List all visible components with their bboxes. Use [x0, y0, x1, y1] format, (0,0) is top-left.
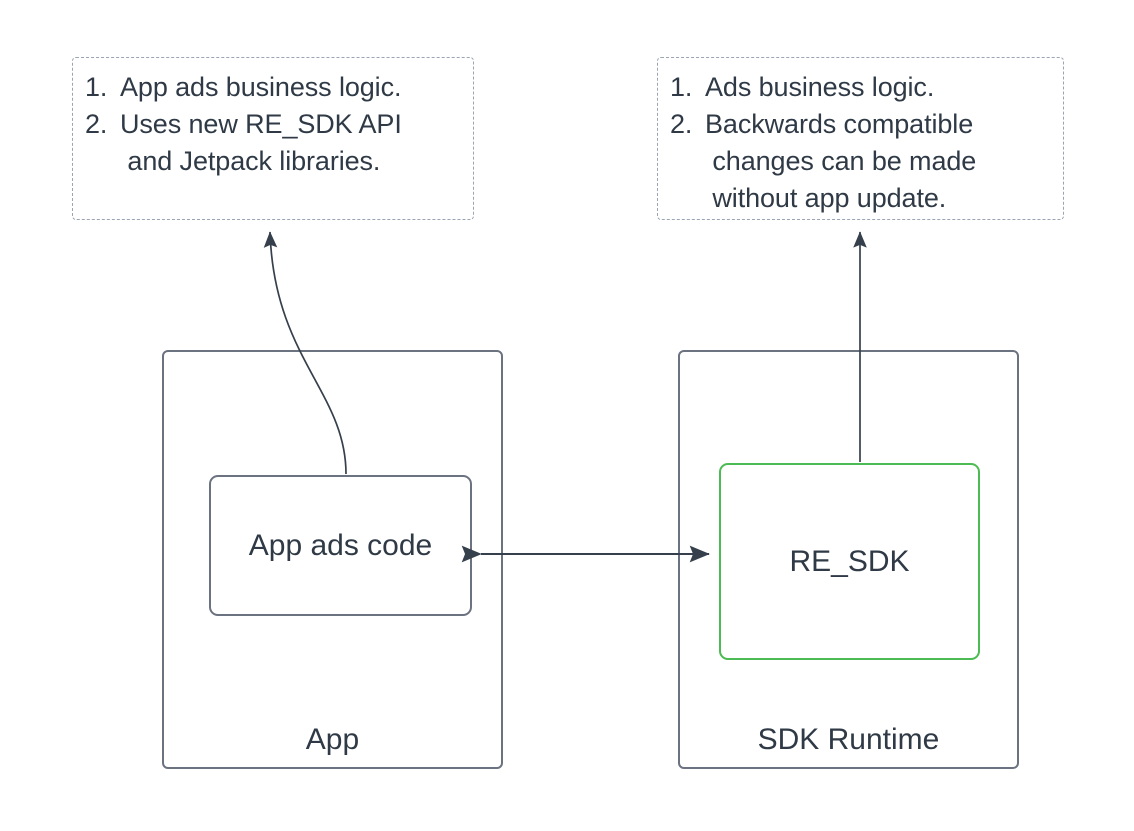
re-sdk-box: RE_SDK	[719, 463, 980, 660]
sdk-note-line-2-number: 2.	[670, 109, 693, 139]
app-container-label: App	[305, 723, 360, 756]
app-note-line-2: 2. Uses new RE_SDK API and Jetpack libra…	[85, 106, 463, 180]
app-note: 1. App ads business logic. 2. Uses new R…	[72, 57, 474, 220]
app-note-line-1-text: App ads business logic.	[120, 72, 402, 102]
re-sdk-label: RE_SDK	[789, 544, 910, 578]
app-note-line-1-number: 1.	[85, 72, 108, 102]
app-ads-code-box: App ads code	[209, 475, 472, 616]
sdk-note-line-1: 1. Ads business logic.	[670, 69, 1053, 106]
sdk-note-line-1-text: Ads business logic.	[705, 72, 935, 102]
app-note-line-1: 1. App ads business logic.	[85, 69, 463, 106]
sdk-note-line-1-number: 1.	[670, 72, 693, 102]
app-note-line-2-number: 2.	[85, 109, 108, 139]
app-ads-code-label: App ads code	[248, 528, 433, 562]
sdk-note: 1. Ads business logic. 2. Backwards comp…	[657, 57, 1064, 220]
sdk-note-line-2: 2. Backwards compatible changes can be m…	[670, 106, 1053, 217]
sdk-runtime-container-label: SDK Runtime	[757, 723, 940, 756]
app-note-line-2-text: Uses new RE_SDK API and Jetpack librarie…	[120, 109, 402, 176]
sdk-note-line-2-text: Backwards compatible changes can be made…	[705, 109, 977, 213]
